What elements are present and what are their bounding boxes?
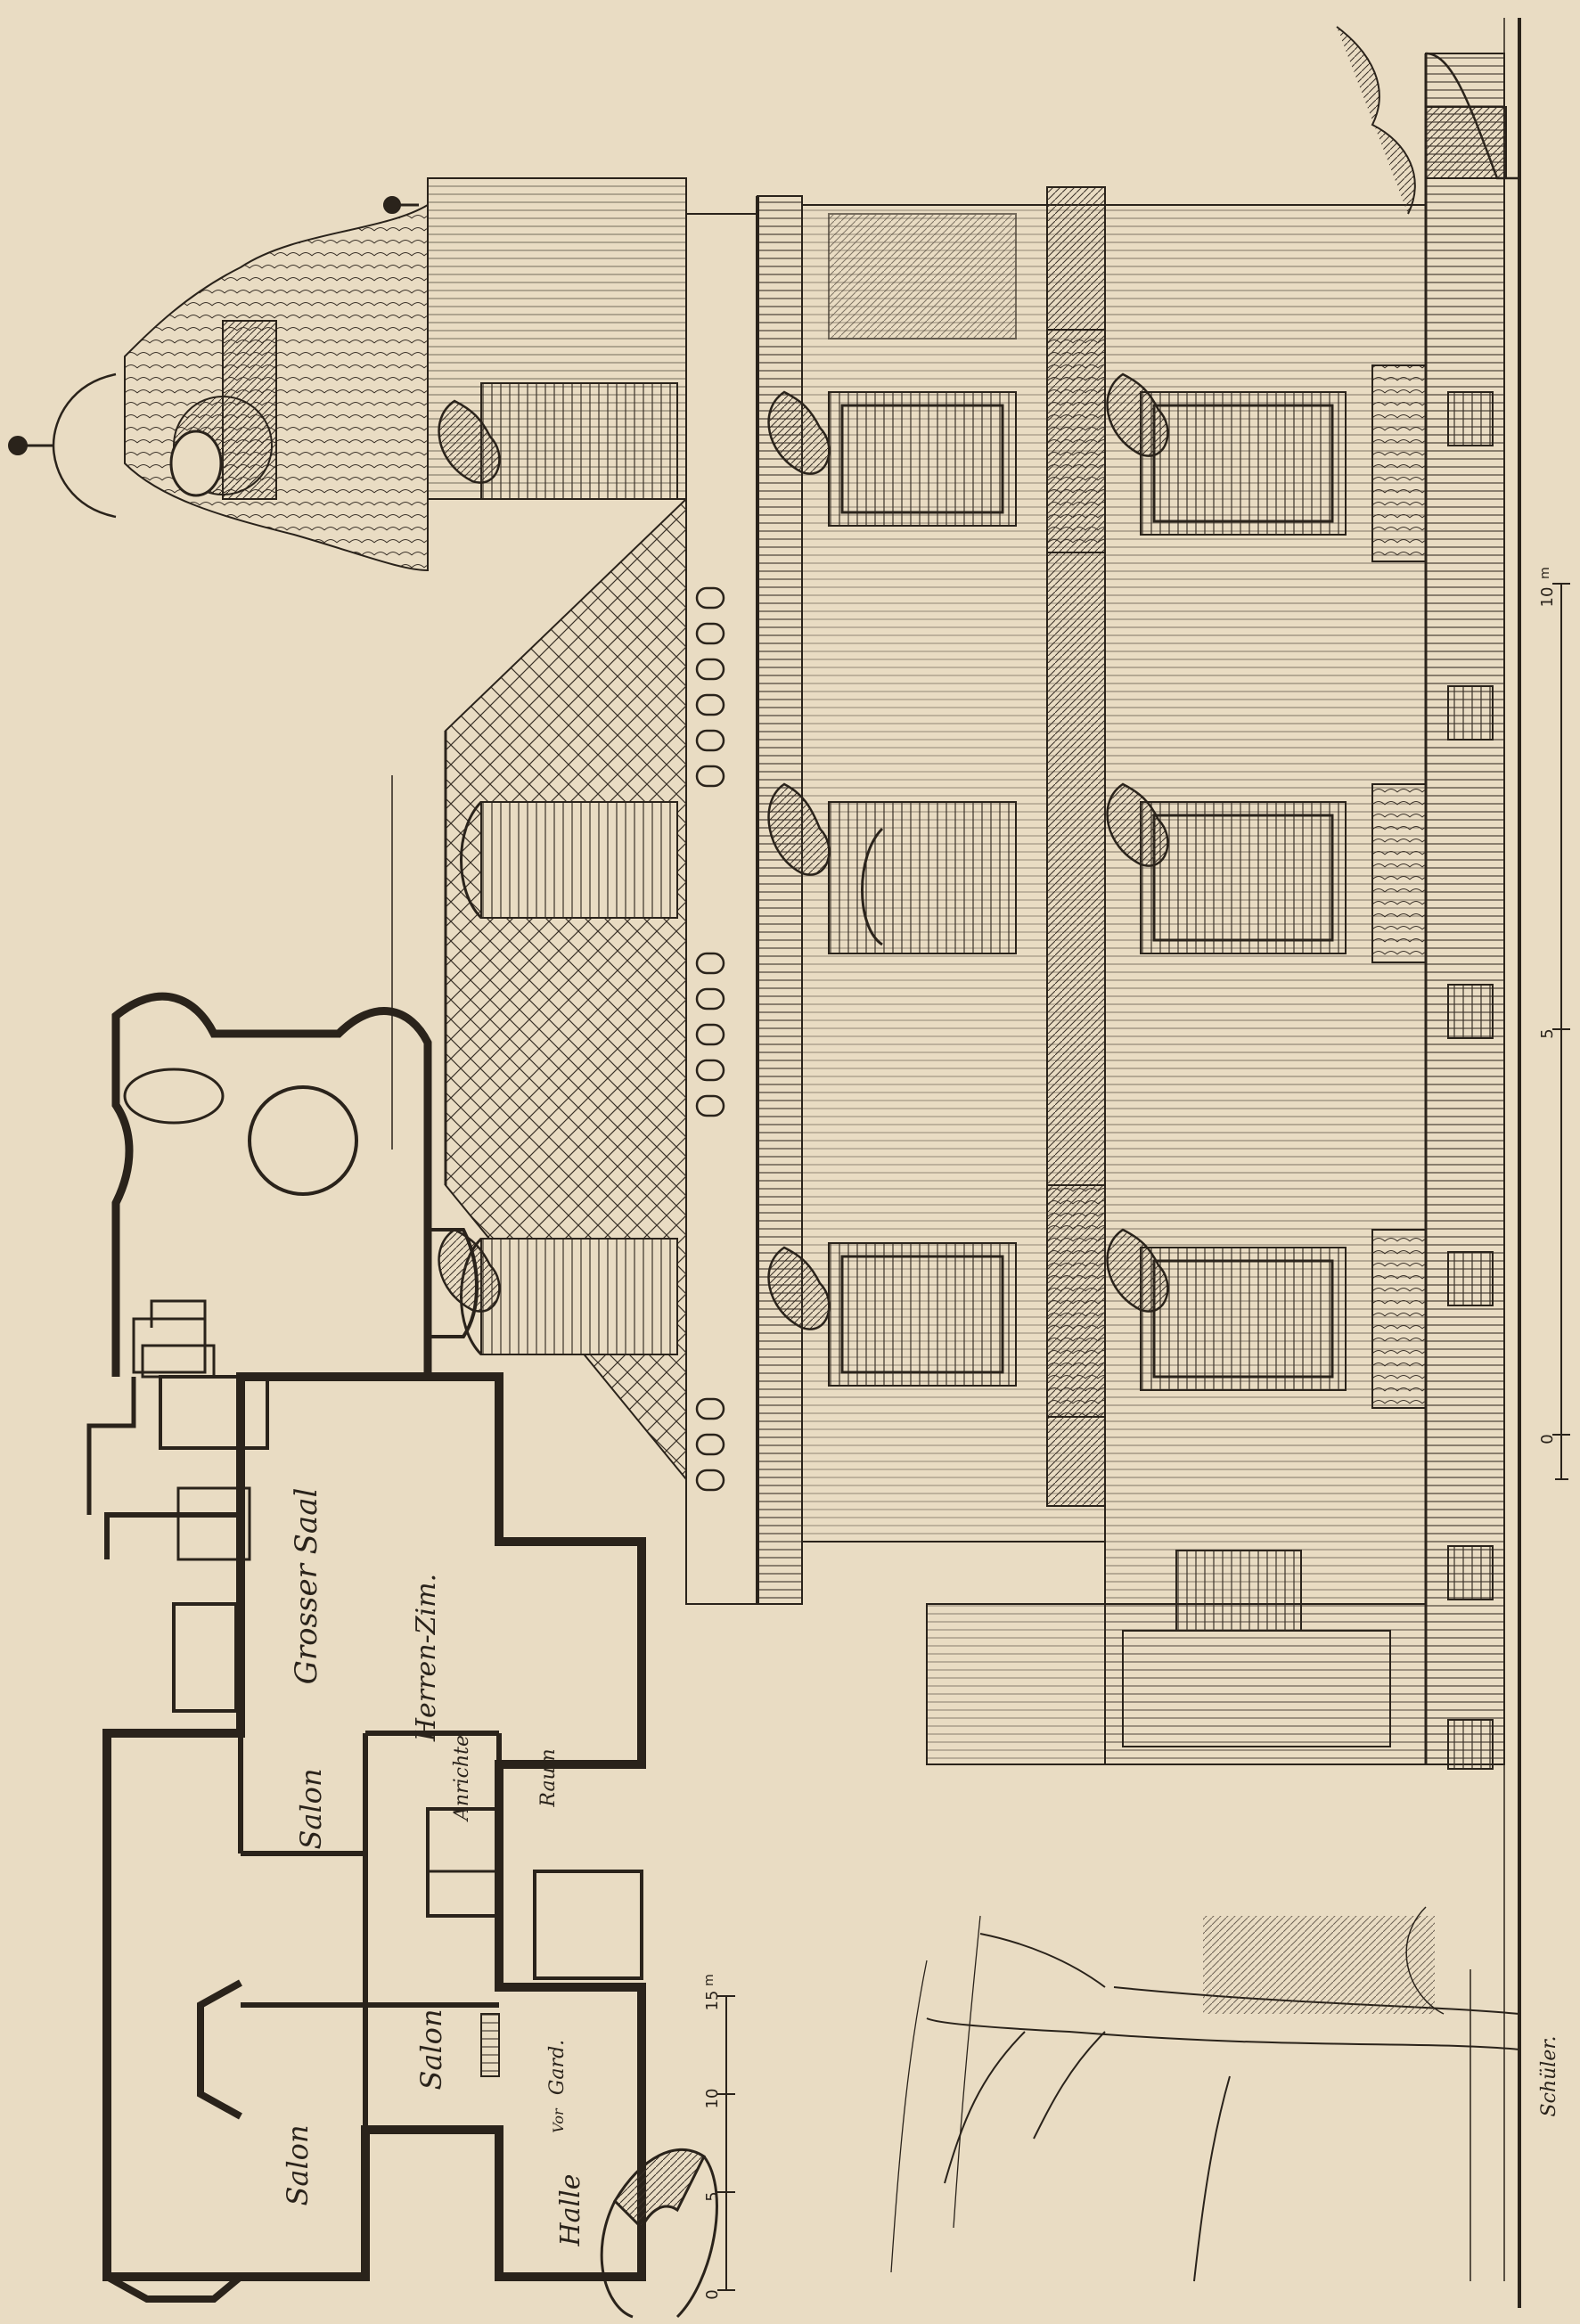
plan-scale-tick-0: 0 <box>703 2289 722 2299</box>
ground-floor-windows <box>1140 391 1347 1632</box>
plan-outer-walls <box>102 1372 646 2281</box>
attic-ovals <box>695 586 725 1492</box>
label-salon-left: Salon <box>281 2124 315 2205</box>
label-salon-upper: Salon <box>294 1768 328 1849</box>
first-floor-windows <box>828 213 1017 1387</box>
balcony-railings <box>1046 329 1427 1418</box>
trees <box>890 1906 1520 2282</box>
label-herren-zim: Herren-Zim. <box>411 1574 442 1742</box>
plan-spiral-stair <box>600 2148 718 2319</box>
elevation-scale-tick-0: 0 <box>1538 1434 1557 1444</box>
side-wing <box>926 1603 1427 1765</box>
label-salon-right: Salon <box>414 2009 448 2090</box>
ornamental-cartouches <box>438 372 1169 1330</box>
label-raum: Raum <box>537 1748 560 1807</box>
elevation-scale-tick-5: 5 <box>1538 1028 1557 1038</box>
elevation-scale-bar <box>1552 583 1570 1480</box>
floor-plan <box>86 992 735 2319</box>
plan-scale-unit: m <box>702 1974 716 1986</box>
plan-scale-bar <box>717 1995 735 2291</box>
plan-round-room <box>248 1085 358 1196</box>
plan-scale-tick-10: 10 <box>703 2089 722 2109</box>
plan-salon-wing <box>111 992 432 1377</box>
attic-band <box>685 213 758 1605</box>
plinth <box>1425 53 1505 1765</box>
basement-windows <box>1447 391 1494 1770</box>
building-elevation <box>8 18 1570 2308</box>
label-anrichte: Anrichte <box>451 1735 473 1822</box>
label-vor: Vor <box>550 2107 567 2133</box>
corner-pavilion <box>8 177 687 572</box>
tree-top <box>1336 26 1416 215</box>
plan-bay-window <box>197 1979 242 2120</box>
elevation-scale-tick-10: 10 <box>1538 587 1557 608</box>
label-grosser-saal: Grosser Saal <box>289 1488 324 1685</box>
elevation-scale-unit: m <box>1538 567 1552 579</box>
label-halle: Halle <box>555 2174 586 2247</box>
label-gard: Gard. <box>546 2040 569 2095</box>
dormer-windows <box>460 382 678 1356</box>
plan-scale-tick-5: 5 <box>703 2191 722 2201</box>
plan-scale-tick-15: 15 <box>703 1991 722 2011</box>
artist-signature: Schüler. <box>1538 2036 1560 2117</box>
